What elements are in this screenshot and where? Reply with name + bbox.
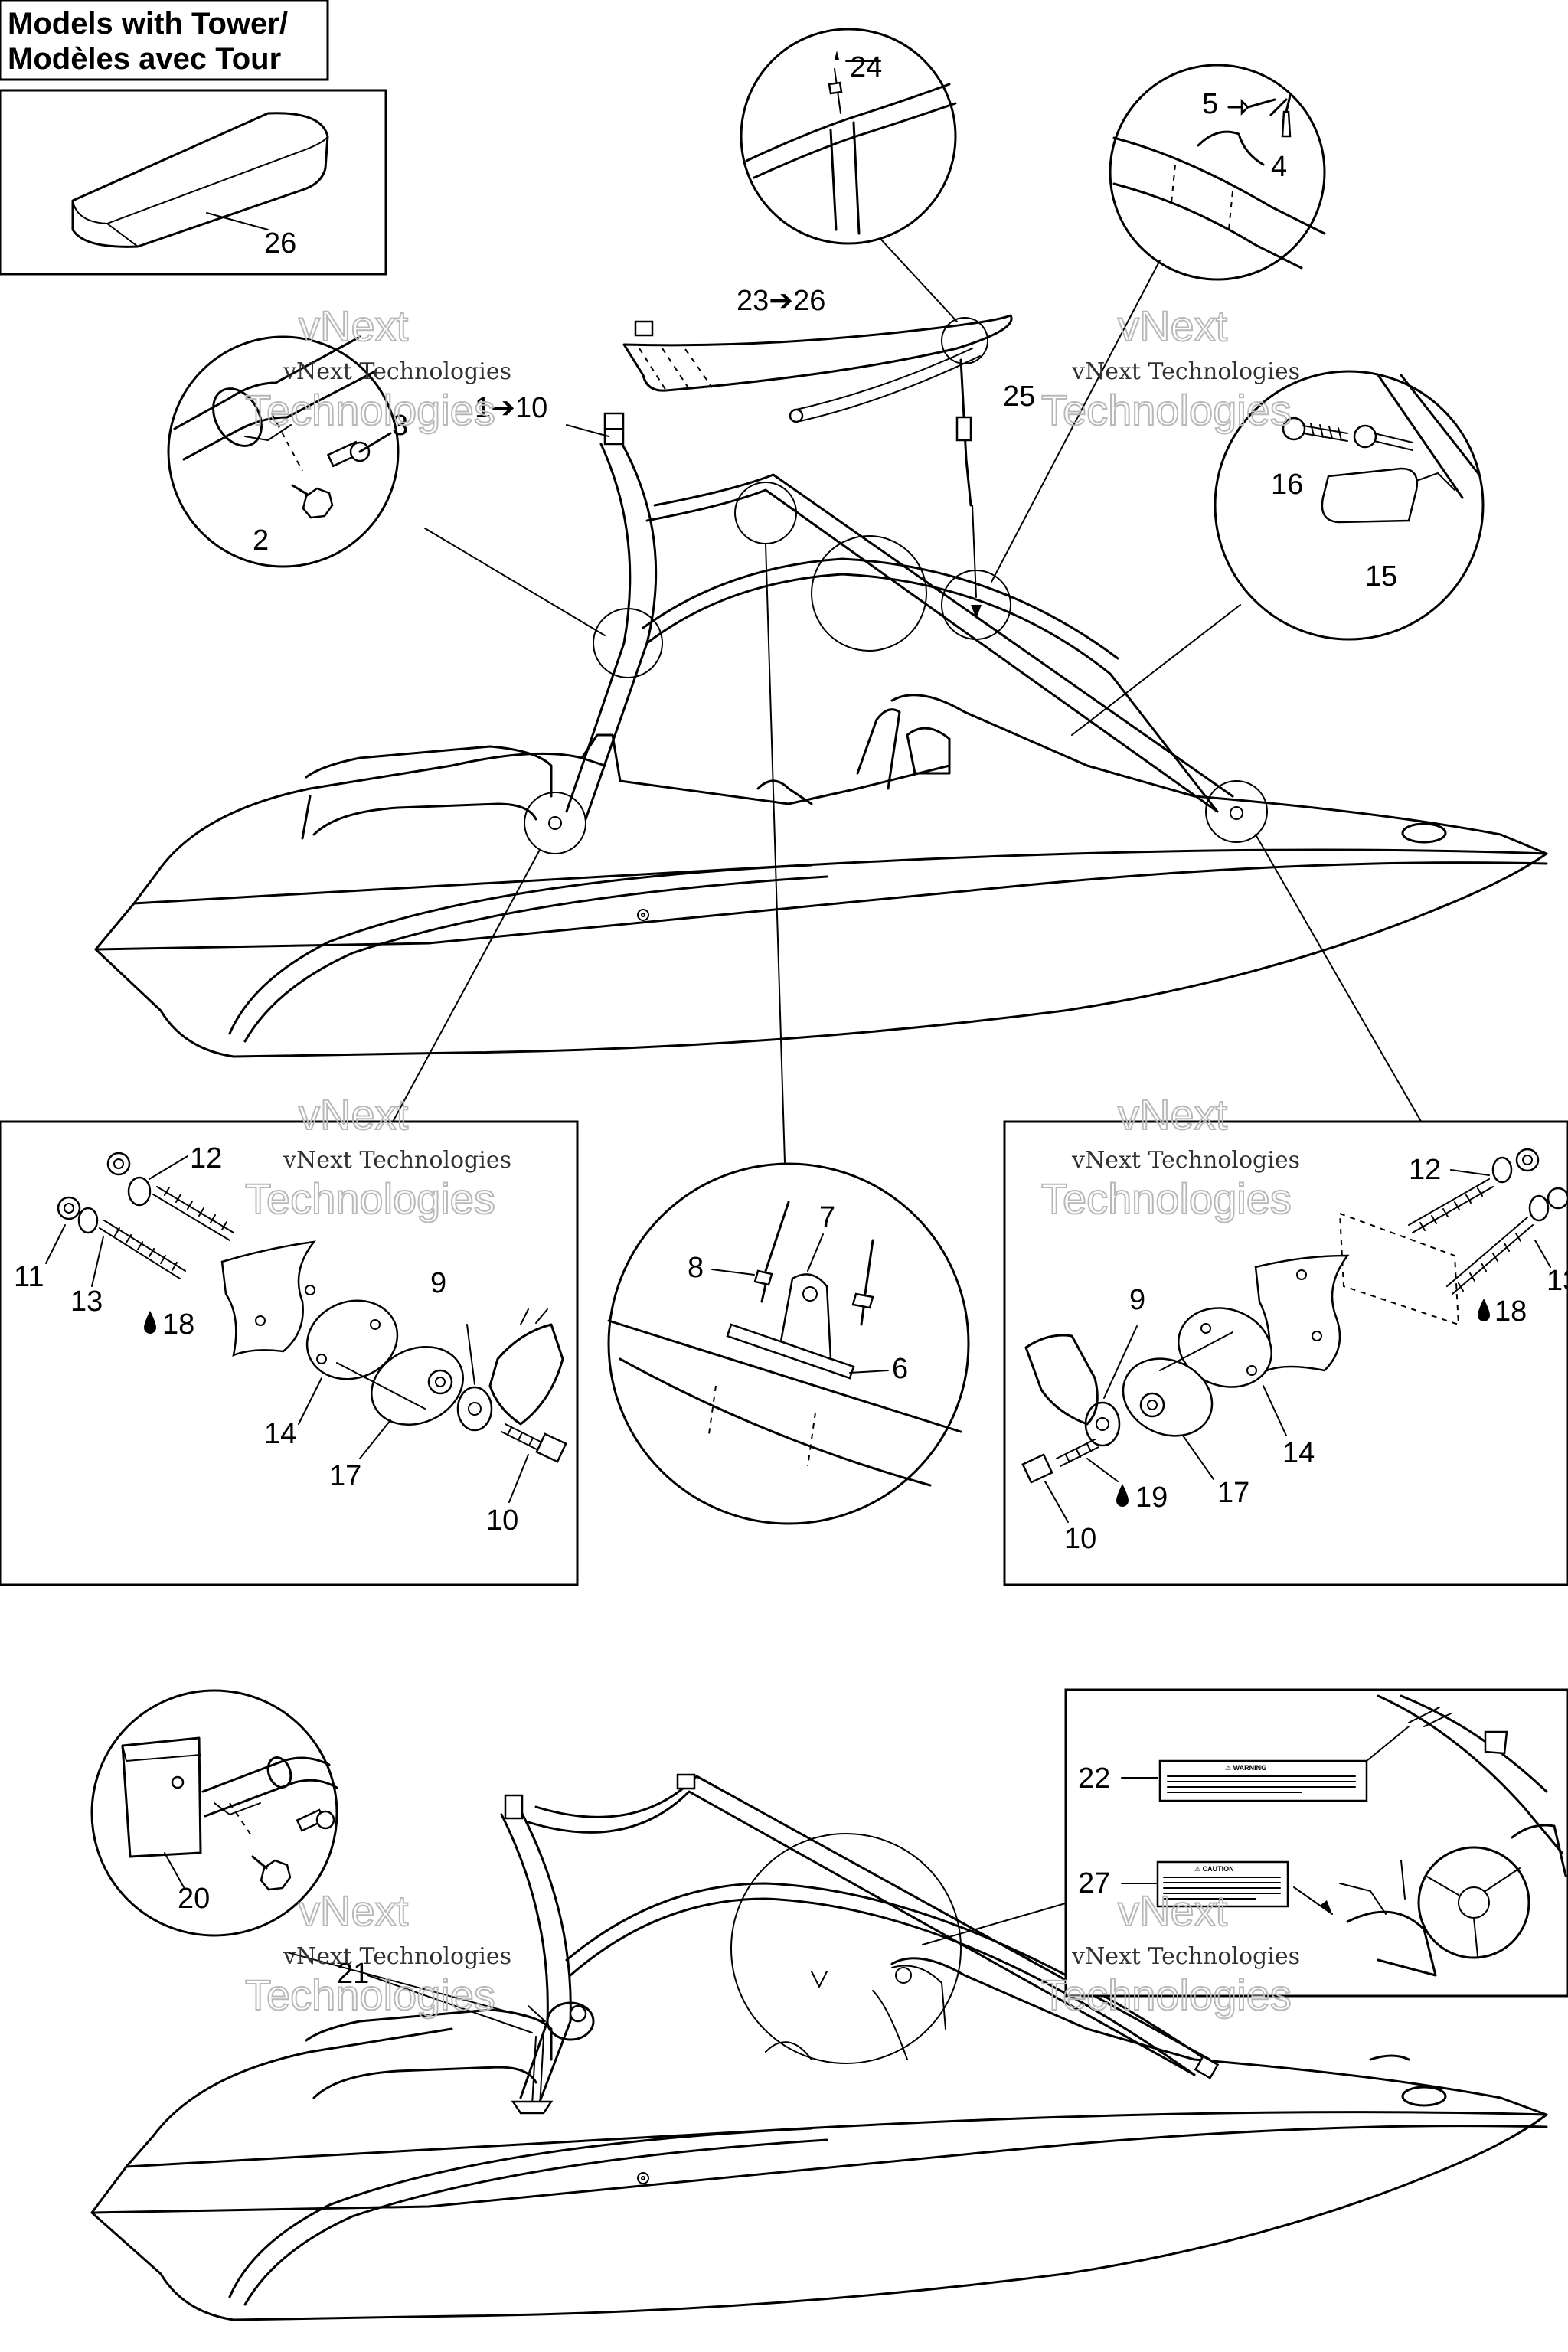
- callout-16: 16: [1271, 469, 1303, 501]
- callout-8: 8: [688, 1252, 704, 1284]
- callout-14-right: 14: [1282, 1437, 1315, 1469]
- callout-13-right: 13: [1547, 1265, 1568, 1297]
- callout-7: 7: [819, 1201, 835, 1233]
- watermark-3: vNext vNext Technologies Technologies: [244, 1089, 511, 1223]
- callout-15: 15: [1365, 560, 1397, 593]
- callout-9-right: 9: [1129, 1284, 1145, 1316]
- callout-22: 22: [1078, 1762, 1110, 1795]
- svg-text:vNext Technologies: vNext Technologies: [283, 358, 511, 385]
- callout-13-left: 13: [70, 1285, 103, 1318]
- svg-text:Technologies: Technologies: [245, 386, 495, 434]
- left-mount-inset: 12 11 13 18 9 14 17 10: [0, 1120, 579, 1586]
- detail-circle-mount-20: 20: [90, 1689, 338, 1937]
- watermark-5: vNext vNext Technologies Technologies: [244, 1886, 511, 2020]
- callout-1-10: 1➔10: [475, 392, 547, 424]
- boat-bottom-illustration: [90, 1773, 1548, 2321]
- watermark-group: vNext vNext Technologies Technologies vN…: [244, 301, 1300, 2020]
- detail-circle-pad-eye: 7 8 6: [607, 1162, 970, 1525]
- svg-text:Technologies: Technologies: [1041, 386, 1292, 434]
- svg-text:Technologies: Technologies: [245, 1971, 495, 2019]
- boat-top-illustration: 1➔10: [94, 392, 1548, 1058]
- watermark-6: vNext vNext Technologies Technologies: [1040, 1886, 1300, 2020]
- svg-text:vNext: vNext: [299, 1090, 409, 1138]
- callout-2: 2: [253, 524, 269, 557]
- detail-circle-tower-bracket: 3 2: [167, 335, 408, 568]
- svg-text:Technologies: Technologies: [1041, 1971, 1292, 2019]
- callout-18-right: 18: [1494, 1295, 1527, 1328]
- callout-17-right: 17: [1217, 1477, 1250, 1509]
- callout-21-group: 21: [337, 1958, 533, 2034]
- svg-text:vNext Technologies: vNext Technologies: [283, 1943, 511, 1970]
- callout-18-left: 18: [162, 1308, 194, 1341]
- callout-12-left: 12: [190, 1142, 222, 1174]
- callout-11: 11: [14, 1261, 44, 1293]
- callout-9-left: 9: [430, 1267, 446, 1299]
- callout-26: 26: [264, 227, 296, 260]
- svg-text:vNext: vNext: [1118, 302, 1228, 350]
- callout-21: 21: [337, 1958, 369, 1990]
- callout-19: 19: [1135, 1481, 1168, 1514]
- caution-decal-title: ⚠ CAUTION: [1194, 1865, 1234, 1873]
- header-title-fr: Modèles avec Tour: [8, 42, 281, 76]
- callout-20: 20: [178, 1883, 210, 1915]
- detail-circle-mirror: 16 15: [1214, 370, 1485, 641]
- cushion-inset: 26: [0, 89, 387, 276]
- leader-lines-top: [386, 238, 1423, 1163]
- callout-5: 5: [1202, 88, 1218, 120]
- callout-24: 24: [850, 51, 882, 83]
- callout-27: 27: [1078, 1867, 1110, 1900]
- detail-circle-rivets-4-5: 5 4: [1109, 64, 1326, 281]
- callout-25: 25: [1003, 381, 1035, 413]
- header-box: Models with Tower/ Modèles avec Tour: [0, 0, 329, 81]
- svg-text:vNext Technologies: vNext Technologies: [1071, 1943, 1300, 1970]
- warning-decal-title: ⚠ WARNING: [1225, 1764, 1266, 1772]
- svg-text:vNext: vNext: [299, 302, 409, 350]
- watermark-4: vNext vNext Technologies Technologies: [1040, 1089, 1300, 1223]
- callout-3: 3: [392, 410, 408, 442]
- svg-text:vNext Technologies: vNext Technologies: [283, 1147, 511, 1174]
- tower-top-parts: 23➔26 25: [622, 285, 1035, 619]
- callout-12-right: 12: [1409, 1154, 1441, 1186]
- watermark-2: vNext vNext Technologies Technologies: [1040, 301, 1300, 435]
- svg-text:vNext Technologies: vNext Technologies: [1071, 358, 1300, 385]
- callout-10-right: 10: [1064, 1523, 1096, 1555]
- watermark-1: vNext vNext Technologies Technologies: [244, 301, 511, 435]
- svg-text:vNext: vNext: [1118, 1886, 1228, 1935]
- callout-4: 4: [1271, 151, 1287, 183]
- svg-text:vNext: vNext: [1118, 1090, 1228, 1138]
- callout-14-left: 14: [264, 1418, 296, 1450]
- svg-text:Technologies: Technologies: [245, 1174, 495, 1223]
- leader-lines-bottom: [286, 1902, 1069, 2022]
- decal-inset: ⚠ WARNING ⚠ CAUTION 22 27: [1064, 1688, 1568, 1998]
- callout-6: 6: [892, 1353, 908, 1385]
- callout-17-left: 17: [329, 1460, 361, 1492]
- svg-text:vNext: vNext: [299, 1886, 409, 1935]
- callout-10-left: 10: [486, 1504, 518, 1537]
- header-title-en: Models with Tower/: [8, 7, 288, 41]
- right-mount-inset: 12 13 18 9 14 19 17 10: [1003, 1120, 1568, 1586]
- svg-text:vNext Technologies: vNext Technologies: [1071, 1147, 1300, 1174]
- detail-circle-strap-top: 24: [740, 28, 957, 245]
- svg-text:Technologies: Technologies: [1041, 1174, 1292, 1223]
- callout-23-26: 23➔26: [737, 285, 825, 317]
